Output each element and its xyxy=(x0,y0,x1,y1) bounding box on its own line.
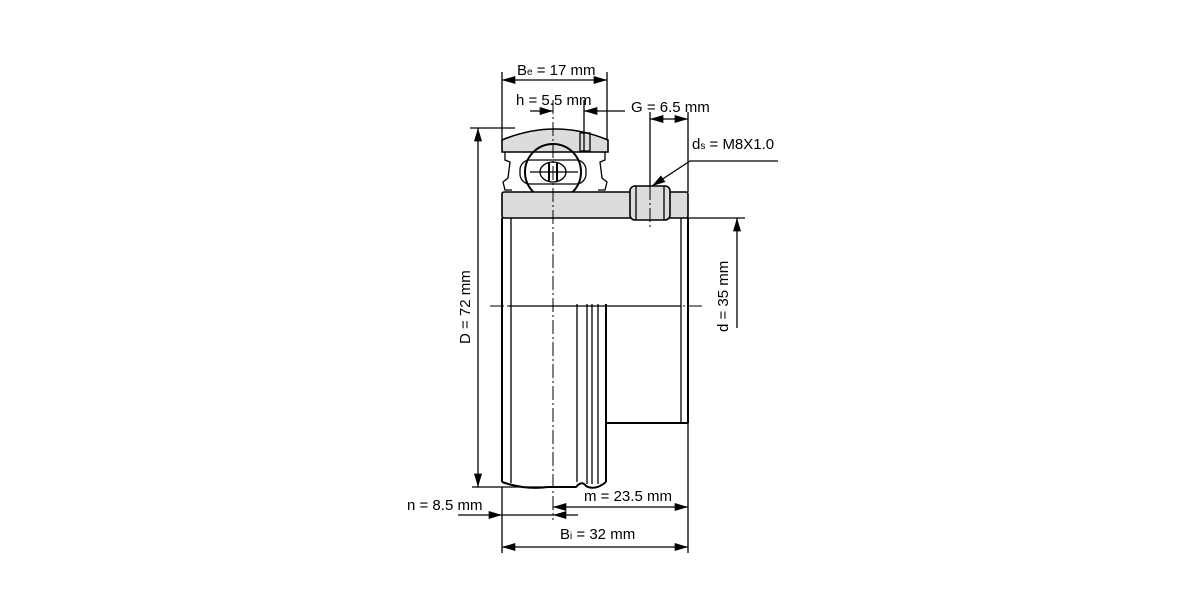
inner-ring-body xyxy=(501,218,689,489)
n-label: n = 8.5 mm xyxy=(407,497,482,514)
extension-lines xyxy=(470,72,745,553)
d-bore-label: d = 35 mm xyxy=(715,261,732,332)
ds-label: ds = M8X1.0 xyxy=(692,136,774,153)
ds-leader-line xyxy=(651,160,778,187)
d-outer-label: D = 72 mm xyxy=(457,270,474,344)
h-label: h = 5.5 mm xyxy=(516,92,591,109)
ball xyxy=(519,143,587,201)
g-label: G = 6.5 mm xyxy=(631,99,710,116)
be-label: Be = 17 mm xyxy=(517,62,596,79)
outer-ring xyxy=(501,128,609,191)
m-label: m = 23.5 mm xyxy=(584,488,672,505)
bi-label: Bi = 32 mm xyxy=(560,526,635,543)
